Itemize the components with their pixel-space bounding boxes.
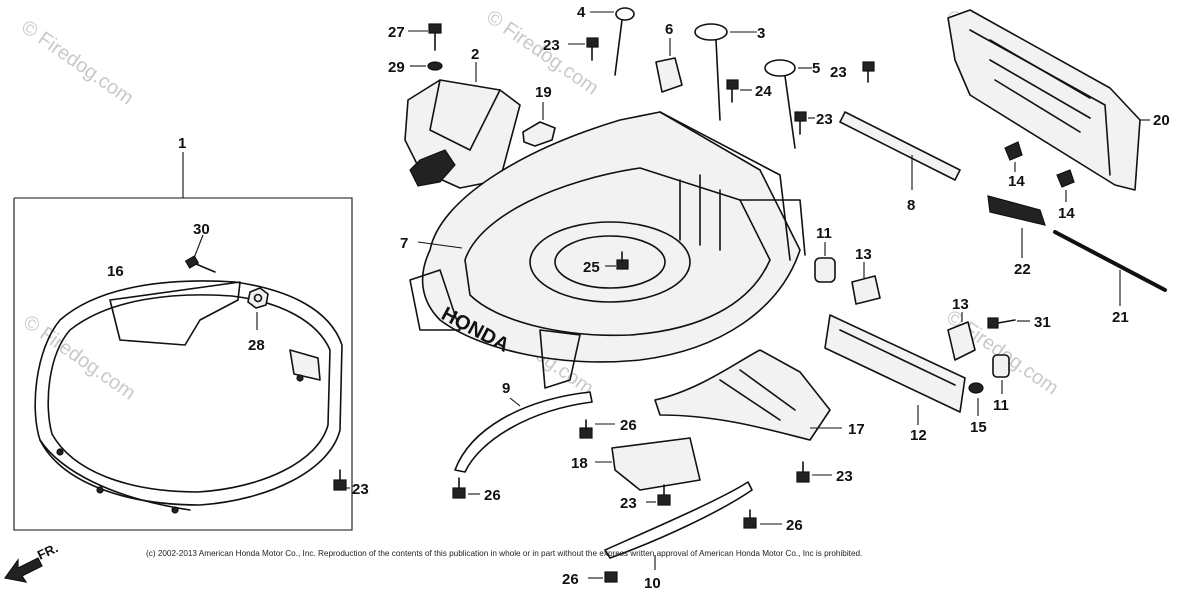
block-13-upper <box>851 262 881 305</box>
label-1: 1 <box>178 135 186 152</box>
label-24: 24 <box>755 83 772 100</box>
strip-9 <box>454 391 593 473</box>
label-4: 4 <box>577 4 586 21</box>
rod-4 <box>590 7 635 76</box>
label-28: 28 <box>248 337 265 354</box>
part-labels: 1 16 30 28 23 27 29 2 4 23 6 3 5 23 24 2… <box>107 4 1170 592</box>
strip-10 <box>604 481 753 570</box>
bolt-27 <box>408 23 442 51</box>
clip-14b <box>1056 169 1075 202</box>
nut-28 <box>247 287 269 330</box>
label-26-c: 26 <box>786 517 803 534</box>
collar-11-upper <box>814 242 836 283</box>
bolt-26-a <box>579 419 615 439</box>
label-19: 19 <box>535 84 552 101</box>
rod-21 <box>1053 230 1167 306</box>
mower-deck-7: HONDA <box>409 111 806 389</box>
bracket-6 <box>655 38 683 93</box>
label-26-a: 26 <box>620 417 637 434</box>
label-16: 16 <box>107 263 124 280</box>
label-22: 22 <box>1014 261 1031 278</box>
watermark: © Firedog.com <box>19 311 139 404</box>
bolt-23-right <box>862 61 875 83</box>
spring-5 <box>764 59 812 149</box>
label-23-right: 23 <box>830 64 847 81</box>
frame-17 <box>654 349 842 441</box>
label-15: 15 <box>970 419 987 436</box>
label-14a: 14 <box>1008 173 1025 190</box>
clip-14a <box>1004 141 1023 172</box>
block-13-lower <box>947 312 976 361</box>
rear-cover-20 <box>947 9 1150 191</box>
bolt-23-bottom <box>646 484 671 506</box>
bar-8 <box>839 111 961 190</box>
cap-19 <box>522 102 556 147</box>
clip-22 <box>987 195 1046 258</box>
bolt-31 <box>987 317 1030 329</box>
label-29: 29 <box>388 59 405 76</box>
label-13-upper: 13 <box>855 246 872 263</box>
bolt-26-c <box>743 509 782 529</box>
label-27: 27 <box>388 24 405 41</box>
label-14b: 14 <box>1058 205 1075 222</box>
bolt-24 <box>726 79 752 103</box>
bolt-23-left <box>333 469 350 491</box>
spring-3 <box>694 23 757 121</box>
label-30: 30 <box>193 221 210 238</box>
label-18: 18 <box>571 455 588 472</box>
label-9: 9 <box>502 380 510 397</box>
label-20: 20 <box>1153 112 1170 129</box>
label-21: 21 <box>1112 309 1129 326</box>
label-31: 31 <box>1034 314 1051 331</box>
label-7: 7 <box>400 235 408 252</box>
label-11-lower: 11 <box>993 397 1009 414</box>
label-3: 3 <box>757 25 765 42</box>
grommet-15 <box>968 382 984 416</box>
bolt-23-top <box>568 37 599 61</box>
washer-29 <box>410 61 443 71</box>
label-10: 10 <box>644 575 661 592</box>
label-6: 6 <box>665 21 673 38</box>
watermark: © Firedog.com <box>17 16 137 109</box>
bolt-26-d <box>588 571 618 583</box>
bolt-30 <box>184 234 216 273</box>
part-1-group-bracket <box>13 152 353 531</box>
label-23-top: 23 <box>543 37 560 54</box>
label-12: 12 <box>910 427 927 444</box>
label-23-left: 23 <box>352 481 369 498</box>
label-23-lower: 23 <box>836 468 853 485</box>
label-8: 8 <box>907 197 915 214</box>
label-23-mid: 23 <box>816 111 833 128</box>
rear-bar-12 <box>824 314 966 425</box>
plate-18 <box>595 437 701 491</box>
label-25: 25 <box>583 259 600 276</box>
upper-shroud-2 <box>404 62 521 189</box>
label-13-lower: 13 <box>952 296 969 313</box>
label-26-b: 26 <box>484 487 501 504</box>
bolt-26-b <box>452 477 480 499</box>
front-skirt-ring <box>34 280 343 514</box>
label-11-upper: 11 <box>816 225 832 242</box>
label-23-bottom: 23 <box>620 495 637 512</box>
bolt-23-mid <box>794 111 815 135</box>
bolt-23-lower <box>796 461 832 483</box>
collar-11-lower <box>992 354 1010 394</box>
label-17: 17 <box>848 421 865 438</box>
label-26-d: 26 <box>562 571 579 588</box>
front-arrow-label: FR. <box>35 540 60 562</box>
front-direction-arrow: FR. <box>3 540 60 583</box>
copyright-notice: (c) 2002-2013 American Honda Motor Co., … <box>146 549 862 558</box>
label-5: 5 <box>812 60 820 77</box>
label-2: 2 <box>471 46 479 63</box>
bolt-25 <box>605 251 629 270</box>
